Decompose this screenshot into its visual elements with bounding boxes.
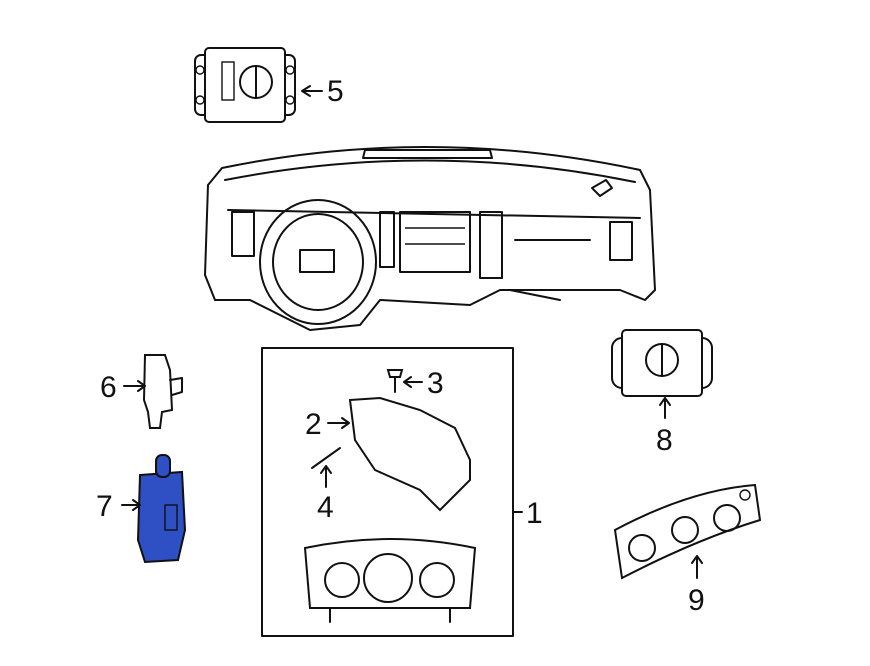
arrow-4 xyxy=(320,465,332,488)
part-1-instrument-cluster[interactable] xyxy=(303,538,477,623)
callout-5[interactable]: 5 xyxy=(327,75,344,108)
assembly-box xyxy=(261,347,514,637)
part-7-highlighted-module[interactable] xyxy=(136,454,187,564)
part-2-bezel[interactable] xyxy=(348,396,471,512)
callout-8[interactable]: 8 xyxy=(656,424,673,457)
arrow-2 xyxy=(327,417,350,429)
callout-4[interactable]: 4 xyxy=(317,491,334,524)
callout-1[interactable]: 1 xyxy=(526,497,543,530)
arrow-5 xyxy=(301,85,323,97)
arrow-3 xyxy=(403,376,423,388)
arrow-9 xyxy=(691,555,703,579)
arrow-6 xyxy=(123,380,146,392)
arrow-8 xyxy=(659,397,671,419)
arrow-7 xyxy=(121,499,141,511)
callout-7[interactable]: 7 xyxy=(96,490,113,523)
callout-2[interactable]: 2 xyxy=(305,408,322,441)
part-3-screw[interactable] xyxy=(386,369,404,393)
callout-3[interactable]: 3 xyxy=(427,367,444,400)
part-4-pin[interactable] xyxy=(311,447,341,469)
callout-6[interactable]: 6 xyxy=(100,371,117,404)
part-6-bracket[interactable] xyxy=(142,354,183,429)
part-9-climate-control[interactable] xyxy=(613,483,762,580)
part-5-headlamp-switch[interactable] xyxy=(194,47,296,123)
part-8-switch-panel[interactable] xyxy=(611,329,713,397)
callout-9[interactable]: 9 xyxy=(688,584,705,617)
dashboard-drawing xyxy=(204,146,656,331)
